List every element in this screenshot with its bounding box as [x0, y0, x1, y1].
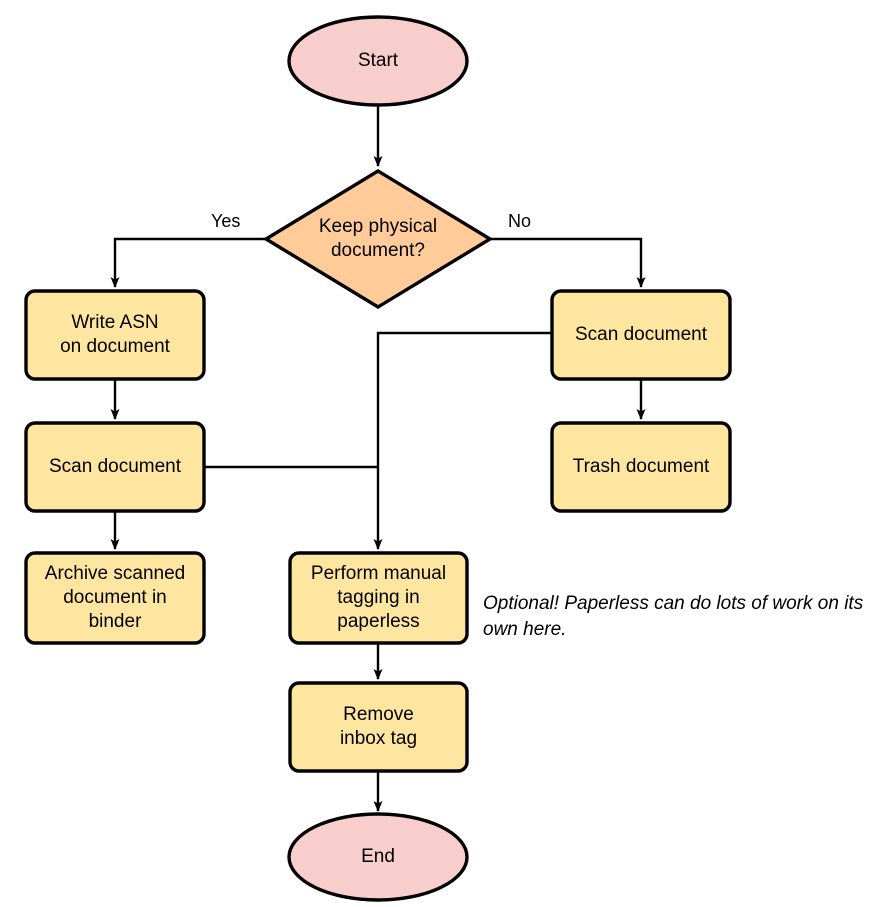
node-start-shape[interactable]	[287, 15, 469, 107]
node-scan-right-shape[interactable]	[550, 289, 732, 381]
node-end-shape[interactable]	[287, 812, 469, 902]
edge-scan-right-to-tagging	[373, 331, 552, 550]
node-tagging-shape[interactable]	[288, 551, 469, 645]
edge-decision-no-to-scan-right	[490, 237, 646, 288]
node-decision-shape[interactable]	[262, 169, 494, 309]
optional-note-text: Optional! Paperless can do lots of work …	[483, 593, 864, 640]
edge-label-yes: Yes	[211, 211, 241, 231]
node-archive-shape[interactable]	[24, 551, 206, 645]
node-trash-shape[interactable]	[550, 421, 732, 513]
edge-layer	[110, 106, 646, 812]
node-write-asn-shape[interactable]	[24, 289, 206, 381]
edge-decision-yes-to-write-asn	[110, 237, 266, 288]
node-remove-inbox-shape[interactable]	[288, 681, 469, 773]
node-scan-left-shape[interactable]	[24, 421, 206, 513]
edge-label-no: No	[508, 211, 532, 231]
